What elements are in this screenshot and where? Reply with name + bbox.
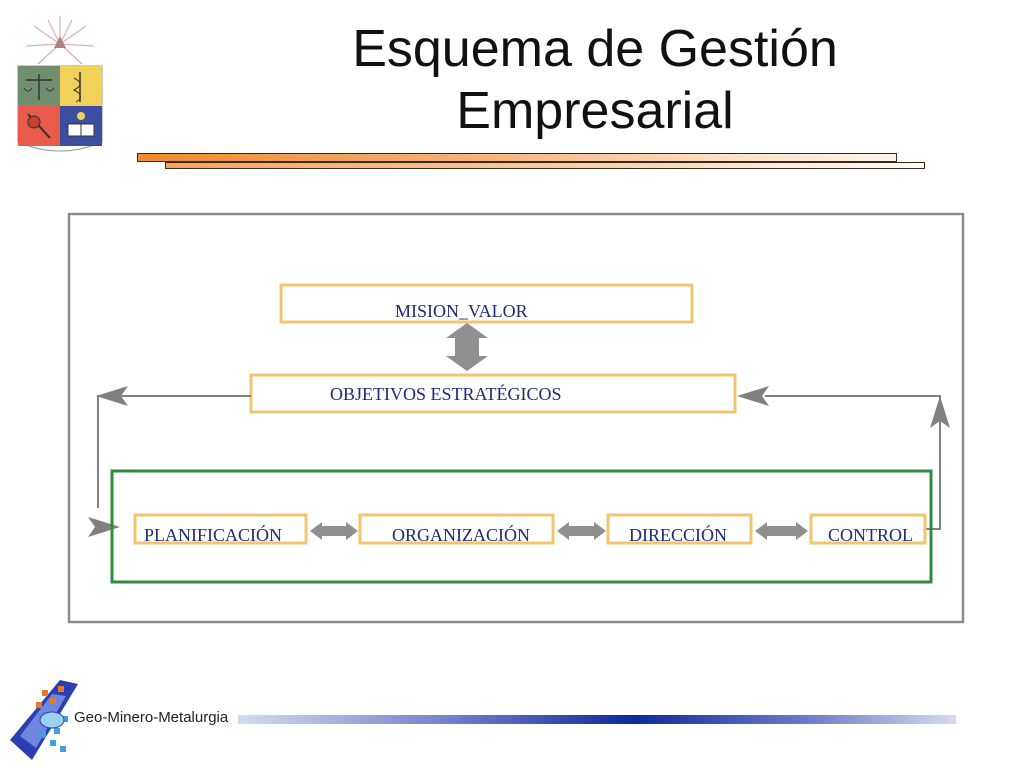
process-label-direction: DIRECCIÓN: [629, 525, 727, 545]
process-label-organization: ORGANIZACIÓN: [392, 525, 530, 545]
process-box-direction: [606, 513, 753, 545]
left-entry-arrowhead: [88, 517, 120, 537]
mission-label: MISION_VALOR: [395, 301, 528, 321]
mission-objectives-double-arrow: [446, 323, 488, 371]
university-crest-icon: [17, 16, 103, 152]
objectives-box: [249, 373, 737, 414]
title-line-2: Empresarial: [456, 82, 734, 140]
left-feedback-arrowhead-top: [96, 386, 128, 406]
process-label-control: CONTROL: [828, 525, 913, 545]
geo-minero-metalurgia-logo: [10, 680, 78, 760]
page-title: Esquema de Gestión Empresarial: [300, 18, 890, 142]
right-feedback-arrow: [765, 395, 941, 530]
double-arrow-direction-control: [755, 522, 808, 540]
process-box-control: [809, 513, 927, 545]
footer-gradient-bar: [238, 715, 956, 724]
title-underline-bottom: [165, 162, 925, 169]
double-arrow-organization-direction: [557, 522, 606, 540]
title-line-1: Esquema de Gestión: [352, 20, 838, 78]
mission-box: [279, 283, 694, 324]
double-arrow-planning-organization: [310, 522, 358, 540]
title-underline-top: [137, 153, 897, 162]
right-feedback-arrowhead-objectives: [737, 386, 769, 406]
process-box-planning: [133, 513, 308, 545]
objectives-label: OBJETIVOS ESTRATÉGICOS: [330, 384, 562, 404]
outer-frame: [67, 212, 965, 624]
process-frame: [110, 469, 933, 584]
right-feedback-arrowhead-up: [930, 396, 950, 428]
left-feedback-arrow: [97, 395, 251, 508]
process-label-planning: PLANIFICACIÓN: [144, 525, 283, 545]
footer-label: Geo-Minero-Metalurgia: [74, 709, 229, 726]
process-box-organization: [358, 513, 555, 545]
